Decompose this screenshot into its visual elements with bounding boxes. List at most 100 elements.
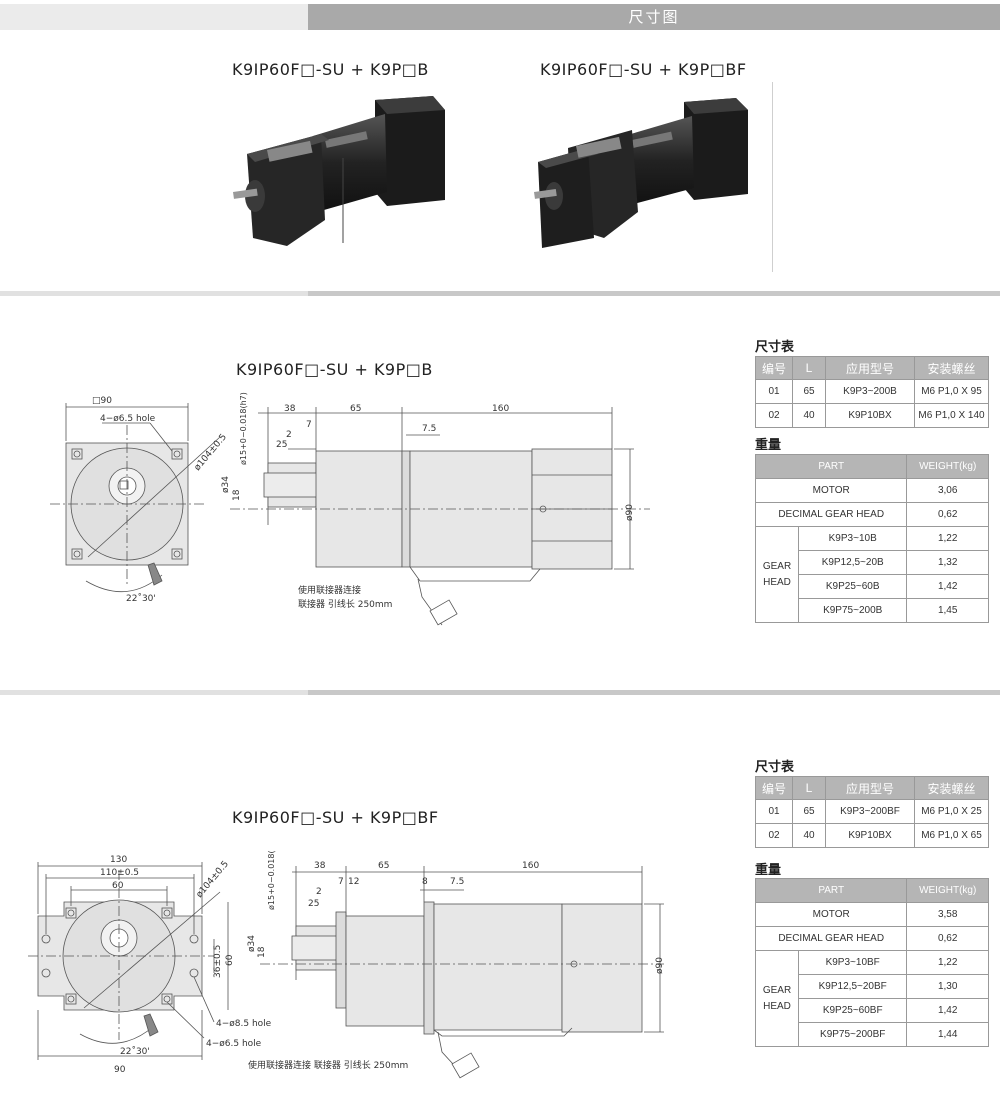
dim-hole-65: 4−ø6.5 hole	[206, 1039, 262, 1049]
cell: K9P3~10BF	[797, 950, 908, 975]
cable-note-1: 使用联接器连接	[298, 584, 361, 596]
head-label: HEAD	[763, 576, 791, 588]
dim-pcd: ø104±0.5	[193, 432, 229, 473]
dim-110: 110±0.5	[100, 868, 139, 878]
table-row: K9P12,5~20B 1,32	[756, 550, 989, 575]
cell: K9P3~200B	[825, 379, 915, 404]
cell: K9P75~200B	[797, 598, 908, 623]
dim-38: 38	[284, 404, 296, 414]
cell: 40	[792, 823, 826, 848]
motor-photo-b	[233, 96, 445, 246]
dim-38-2: 38	[314, 861, 326, 871]
dim-8: 8	[422, 877, 428, 887]
separator-2-left	[0, 690, 308, 695]
table-row: GEAR HEAD K9P3~10BF 1,22	[755, 950, 989, 1047]
cell: 01	[755, 379, 793, 404]
cell: 1,42	[906, 574, 989, 599]
cell: K9P25~60BF	[797, 998, 908, 1023]
dim-130: 130	[110, 855, 127, 865]
size-table-1: 编号 L 应用型号 安装螺丝 01 65 K9P3~200B M6 P1,0 X…	[755, 356, 989, 428]
weight-table-title-2: 重量	[755, 863, 782, 878]
cell: M6 P1,0 X 140	[914, 403, 989, 428]
col-header: 编号	[755, 356, 793, 380]
table-row: MOTOR 3,06	[754, 478, 989, 503]
table-row: GEAR HEAD K9P3~10B 1,22	[755, 526, 989, 623]
col-header: WEIGHT(kg)	[906, 878, 989, 903]
dim-d34: ø34	[221, 476, 231, 493]
table-row: 01 65 K9P3~200B M6 P1,0 X 95	[755, 379, 989, 404]
dim-2: 2	[286, 430, 292, 440]
table-row: 01 65 K9P3~200BF M6 P1,0 X 25	[755, 799, 989, 824]
dim-d18: 18	[232, 489, 242, 501]
cell: 65	[792, 379, 826, 404]
cell: 1,30	[906, 974, 989, 999]
gear-head-cell: GEAR HEAD	[755, 526, 799, 623]
dim-25-2: 25	[308, 899, 319, 909]
dim-shaft: ø15+0−0.018(h7)	[239, 392, 248, 465]
col-header: L	[792, 356, 826, 380]
cell: 01	[755, 799, 793, 824]
cell: 1,42	[906, 998, 989, 1023]
dimension-drawing-b: □90 4−ø6.5 hole ø104±0.5 22˚30' ø15+0−0.…	[50, 392, 650, 626]
dimension-drawing-bf: 130 110±0.5 60 ø104±0.5 ø15+0−0.018(h7) …	[28, 850, 665, 1079]
dim-d90: ø90	[625, 504, 635, 521]
cell: 1,22	[906, 950, 989, 975]
cell: K9P10BX	[825, 823, 915, 848]
dim-7-5-2: 7.5	[450, 877, 464, 887]
dim-2-2: 2	[316, 887, 322, 897]
drawing-title-1: K9IP60F□-SU + K9P□B	[236, 360, 433, 379]
separator-1-right	[308, 291, 1000, 296]
cell: M6 P1,0 X 25	[914, 799, 989, 824]
col-header: 应用型号	[825, 776, 915, 800]
drawing-title-2: K9IP60F□-SU + K9P□BF	[232, 808, 439, 827]
cell: 3,58	[906, 902, 989, 927]
separator-1-left	[0, 291, 308, 296]
weight-table-1: PART WEIGHT(kg) MOTOR 3,06 DECIMAL GEAR …	[754, 454, 989, 623]
table-row: K9P25~60B 1,42	[756, 574, 989, 599]
cell: 02	[755, 823, 793, 848]
cell: 65	[792, 799, 826, 824]
col-header: 安装螺丝	[914, 356, 989, 380]
size-table-title-1: 尺寸表	[755, 340, 795, 355]
dim-7: 7	[306, 420, 312, 430]
table-row: 02 40 K9P10BX M6 P1,0 X 65	[755, 823, 989, 848]
col-header: WEIGHT(kg)	[906, 454, 989, 479]
head-label: HEAD	[763, 1000, 791, 1012]
cell: 1,45	[906, 598, 989, 623]
cell: K9P3~10B	[797, 526, 908, 551]
dim-7-5: 7.5	[422, 424, 436, 434]
weight-table-2: PART WEIGHT(kg) MOTOR 3,58 DECIMAL GEAR …	[754, 878, 989, 1047]
cell: 0,62	[906, 502, 989, 527]
dim-12: 12	[348, 877, 359, 887]
section-title: 尺寸图	[308, 4, 1000, 30]
dim-25: 25	[276, 440, 287, 450]
dim-65-2: 65	[378, 861, 389, 871]
cell: DECIMAL GEAR HEAD	[754, 502, 908, 527]
table-row: DECIMAL GEAR HEAD 0,62	[754, 502, 989, 527]
motor-photo-bf	[534, 98, 748, 248]
dim-60: 60	[112, 881, 124, 891]
dim-square-90: □90	[92, 396, 112, 406]
dim-90: 90	[114, 1065, 126, 1075]
dim-d90-2: ø90	[655, 957, 665, 974]
dim-160: 160	[492, 404, 509, 414]
size-table-2: 编号 L 应用型号 安装螺丝 01 65 K9P3~200BF M6 P1,0 …	[755, 776, 989, 848]
cell: M6 P1,0 X 95	[914, 379, 989, 404]
cell: K9P3~200BF	[825, 799, 915, 824]
dim-hole: 4−ø6.5 hole	[100, 414, 156, 424]
cell: 40	[792, 403, 826, 428]
gear-label: GEAR	[762, 984, 792, 996]
cell: 0,62	[906, 926, 989, 951]
col-header: 安装螺丝	[914, 776, 989, 800]
size-table-title-2: 尺寸表	[755, 760, 795, 775]
cell: 3,06	[906, 478, 989, 503]
separator-2-right	[308, 690, 1000, 695]
table-row: K9P75~200B 1,45	[756, 598, 989, 623]
dim-angle-2: 22˚30'	[120, 1046, 150, 1057]
cell: DECIMAL GEAR HEAD	[754, 926, 908, 951]
cable-note-2: 联接器 引线长 250mm	[298, 598, 392, 610]
cell: M6 P1,0 X 65	[914, 823, 989, 848]
dim-pcd-2: ø104±0.5	[195, 859, 231, 900]
dim-d18-2: 18	[257, 946, 267, 958]
col-header: PART	[754, 454, 908, 479]
